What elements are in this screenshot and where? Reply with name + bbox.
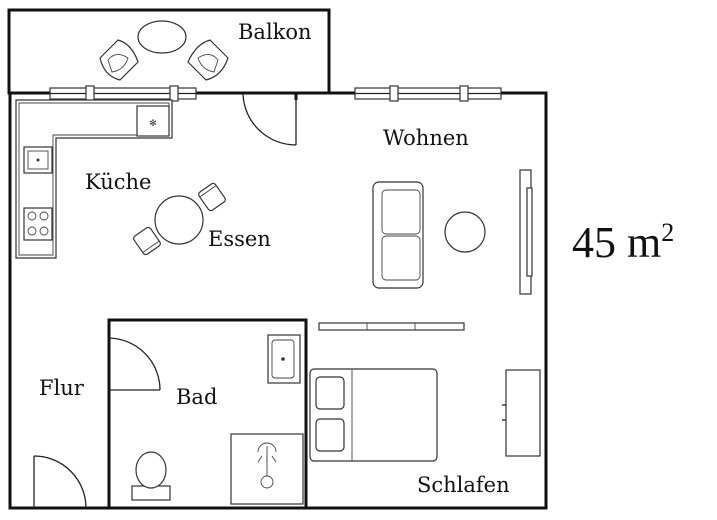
entrance-door xyxy=(33,455,87,509)
toilet xyxy=(131,451,171,501)
wardrobe xyxy=(502,369,541,457)
kitchen-counter: ✻ xyxy=(15,99,173,259)
balcony-door xyxy=(242,93,297,146)
kitchen-stove xyxy=(23,207,53,241)
bed xyxy=(309,368,438,462)
svg-text:✻: ✻ xyxy=(149,119,157,129)
shelf xyxy=(318,322,465,331)
tv-unit xyxy=(519,169,533,295)
balcony-table xyxy=(137,20,187,54)
kitchen-fridge xyxy=(136,105,170,137)
bathroom-sink xyxy=(267,334,301,384)
dining-set xyxy=(133,182,226,256)
area-label: 45 m2 xyxy=(572,218,674,267)
label-kueche: Küche xyxy=(85,170,151,194)
balcony-chair-left xyxy=(99,39,139,81)
pillow-bottom xyxy=(315,418,345,452)
balcony-chair-right xyxy=(187,39,229,81)
label-wohnen: Wohnen xyxy=(383,126,469,150)
coffee-table xyxy=(444,211,486,253)
dining-table xyxy=(154,195,204,245)
label-balkon: Balkon xyxy=(238,20,312,44)
label-flur: Flur xyxy=(39,376,85,400)
window-living xyxy=(354,85,502,102)
label-essen: Essen xyxy=(208,227,271,251)
window-kitchen xyxy=(49,85,197,102)
bathroom-door xyxy=(108,337,161,391)
label-bad: Bad xyxy=(176,385,217,409)
dining-chair-top xyxy=(198,182,226,212)
area-superscript: 2 xyxy=(661,218,674,247)
label-schlafen: Schlafen xyxy=(417,473,510,497)
dining-chair-bottom xyxy=(133,226,161,256)
shower xyxy=(230,433,304,505)
bathroom-walls xyxy=(107,318,308,508)
area-value: 45 m xyxy=(572,218,661,267)
pillow-top xyxy=(315,376,345,410)
sofa xyxy=(372,181,424,289)
